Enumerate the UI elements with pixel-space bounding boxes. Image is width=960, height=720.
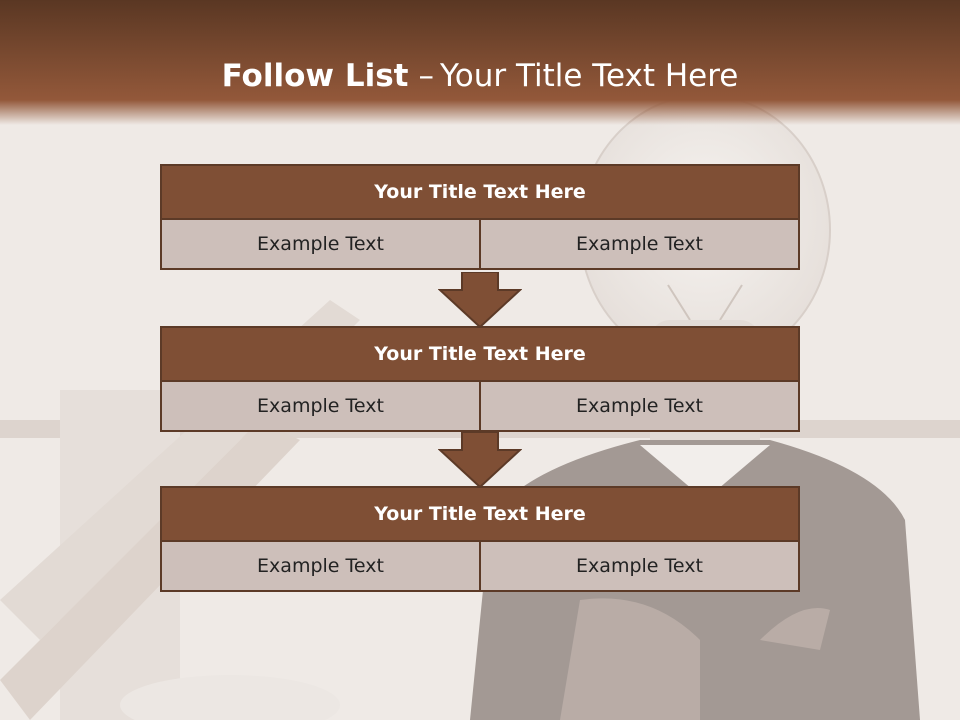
step-row: Example Text Example Text (160, 542, 800, 592)
step-title: Your Title Text Here (160, 164, 800, 220)
step-title: Your Title Text Here (160, 486, 800, 542)
step-block-1: Your Title Text Here Example Text Exampl… (160, 164, 800, 270)
slide-title-dash: – (418, 58, 434, 94)
step-row: Example Text Example Text (160, 220, 800, 270)
header-band (0, 0, 960, 125)
step-block-2: Your Title Text Here Example Text Exampl… (160, 326, 800, 432)
step-title: Your Title Text Here (160, 326, 800, 382)
down-arrow-icon (438, 272, 522, 328)
down-arrow-icon (438, 432, 522, 488)
slide-title-bold: Follow List (221, 58, 409, 94)
slide-title-rest: Your Title Text Here (439, 58, 739, 94)
step-cell-left: Example Text (160, 542, 481, 592)
step-cell-right: Example Text (481, 382, 800, 432)
step-row: Example Text Example Text (160, 382, 800, 432)
step-cell-right: Example Text (481, 542, 800, 592)
slide-title: Follow List–Your Title Text Here (0, 56, 960, 96)
step-cell-left: Example Text (160, 382, 481, 432)
step-block-3: Your Title Text Here Example Text Exampl… (160, 486, 800, 592)
step-cell-right: Example Text (481, 220, 800, 270)
step-cell-left: Example Text (160, 220, 481, 270)
